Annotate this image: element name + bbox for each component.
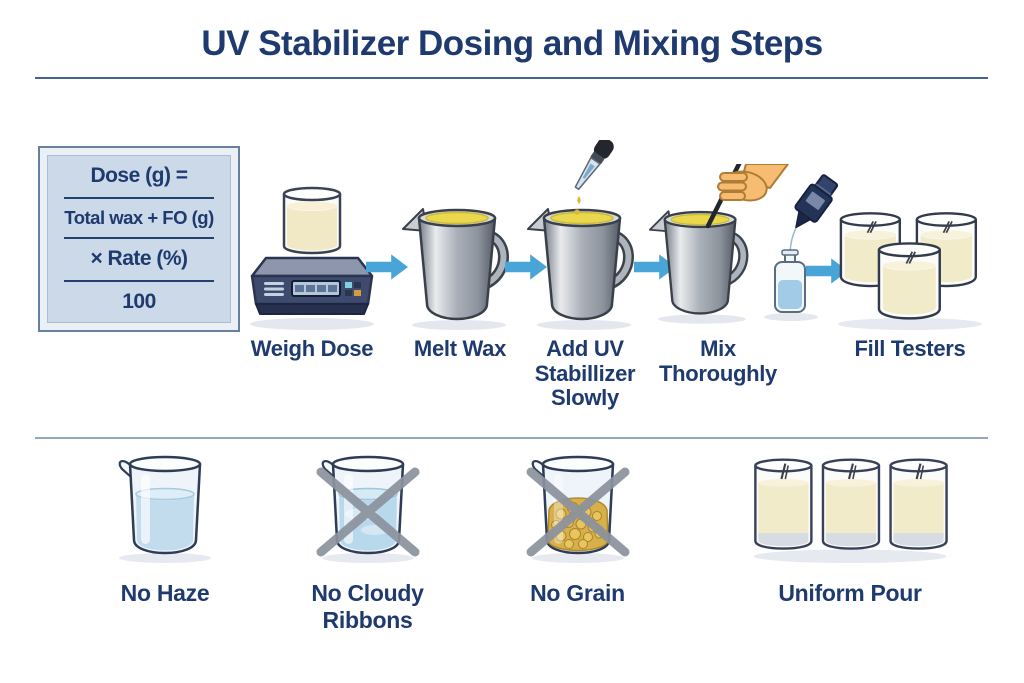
section-divider (35, 437, 988, 439)
dose-formula-content: Dose (g) = Total wax + FO (g) × Rate (%)… (47, 155, 231, 323)
step-fill-testers: Fill Testers (835, 130, 985, 362)
melting-pitcher-icon (395, 130, 525, 332)
title-divider (35, 77, 988, 79)
check-uniform-pour: Uniform Pour (740, 450, 960, 607)
page-title: UV Stabilizer Dosing and Mixing Steps (201, 24, 823, 63)
dropper-over-pitcher-icon (520, 130, 650, 332)
step-add-uv-stabilizer: Add UV Stabillizer Slowly (520, 130, 650, 411)
check-no-cloudy-ribbons: No Cloudy Ribbons (275, 450, 460, 634)
step-label-fill-testers: Fill Testers (854, 336, 966, 361)
step-weigh-dose: Weigh Dose (242, 130, 382, 362)
mix-thoroughly-svg (648, 164, 839, 332)
grainy-beaker-crossed-icon (490, 450, 665, 564)
dropper-pitcher-svg (526, 140, 644, 332)
step-melt-wax: Melt Wax (395, 130, 525, 362)
tester-candles-svg (838, 212, 982, 330)
check-label-no-cloudy-ribbons: No Cloudy Ribbons (311, 580, 424, 633)
formula-rate-line: × Rate (%) (90, 247, 188, 271)
dose-formula-box: Dose (g) = Total wax + FO (g) × Rate (%)… (38, 146, 240, 332)
check-no-haze: No Haze (85, 450, 245, 607)
formula-denominator: 100 (122, 289, 156, 313)
clear-beaker-svg (118, 455, 211, 563)
three-uniform-candles-icon (740, 450, 960, 564)
uniform-candles-svg (753, 458, 948, 564)
step-label-weigh-dose: Weigh Dose (250, 336, 374, 361)
cloudy-beaker-svg (313, 455, 423, 563)
flow-arrow-icon (366, 254, 408, 280)
formula-fraction-bar (64, 237, 214, 239)
formula-fraction-bar (64, 279, 214, 282)
three-tester-candles-icon (835, 130, 985, 332)
check-no-grain: No Grain (490, 450, 665, 607)
formula-fraction-bar (64, 196, 214, 199)
check-label-uniform-pour: Uniform Pour (778, 580, 922, 606)
formula-numerator: Total wax + FO (g) (64, 206, 214, 228)
hand-stirring-pitcher-with-additive-bottle-icon (648, 130, 848, 332)
step-mix-thoroughly: Mix Thoroughly (640, 130, 839, 386)
step-label-mix-thoroughly: Mix Thoroughly (659, 336, 777, 386)
formula-dose-line: Dose (g) = (90, 164, 188, 188)
cloudy-beaker-crossed-icon (275, 450, 460, 564)
step-label-add-uv-stabilizer: Add UV Stabillizer Slowly (534, 336, 636, 411)
grainy-beaker-svg (523, 455, 633, 563)
flow-arrow-icon (505, 254, 547, 280)
flow-arrow-icon (806, 258, 848, 284)
check-label-no-grain: No Grain (530, 580, 625, 606)
digital-scale-with-wax-container-icon (242, 130, 382, 332)
melting-pitcher-svg (401, 197, 519, 332)
step-label-melt-wax: Melt Wax (413, 336, 507, 361)
clear-beaker-icon (85, 450, 245, 564)
digital-scale-svg (250, 186, 374, 330)
flow-arrow-icon (634, 254, 676, 280)
check-label-no-haze: No Haze (120, 580, 210, 606)
